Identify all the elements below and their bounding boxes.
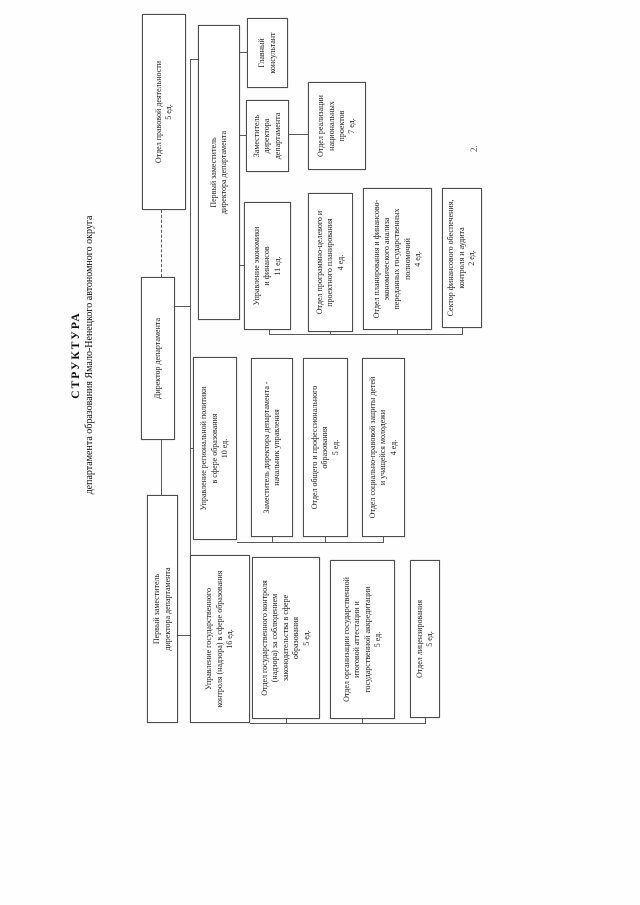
connector-deputydirector-natprojects — [289, 134, 308, 135]
org-box-social-legal-protection-dept: Отдел социально-правовой защиты детей и … — [362, 358, 405, 537]
org-box-legal-dept: Отдел правовой деятельности 5 ед. — [142, 14, 186, 210]
org-box-director: Директор департамента — [141, 277, 175, 440]
title-line2: департамента образования Ямало-Ненецкого… — [84, 215, 95, 495]
org-box-financial-support-sector: Сектор финансового обеспечения, контроля… — [442, 188, 482, 328]
connector-middle-spine — [237, 542, 384, 543]
connector-middle-stub-3 — [383, 536, 384, 543]
org-box-attestation-accreditation-dept: Отдел организации государственной итогов… — [330, 560, 395, 719]
org-box-chief-consultant: Главный консультант — [247, 18, 288, 88]
page-number-mark: 2. — [469, 145, 479, 152]
title-line1: СТРУКТУРА — [70, 311, 82, 399]
org-box-licensing-dept: Отдел лицензирования 5 ед. — [410, 560, 440, 718]
org-box-first-deputy-right: Первый заместитель директора департамент… — [198, 25, 240, 320]
connector-right-stub-3 — [462, 327, 463, 335]
org-box-deputy-director: Заместитель директора департамента — [246, 100, 289, 172]
org-box-first-deputy-left: Первый заместитель директора департамент… — [147, 495, 178, 723]
org-box-economics-finance-office: Управление экономики и финансов 11 ед. — [244, 202, 291, 330]
connector-left-spine — [250, 723, 426, 724]
org-box-program-target-planning-dept: Отдел программно-целевого и проектного п… — [308, 193, 353, 332]
org-box-national-projects-dept: Отдел реализации национальных проектов 7… — [308, 82, 366, 170]
connector-director-legal — [161, 210, 162, 277]
connector-director-drop — [175, 306, 191, 307]
org-box-regional-policy-office: Управление региональной политики в сфере… — [193, 357, 237, 540]
connector-middle-stub-2 — [325, 536, 326, 543]
connector-middle-stub-1 — [272, 536, 273, 543]
connector-firstdeputyleft-director — [161, 440, 162, 495]
org-box-deputy-head-of-office: Заместитель директора департамента - нач… — [251, 358, 293, 537]
connector-main-rail — [190, 60, 191, 555]
connector-left-stub-3 — [425, 717, 426, 724]
org-box-planning-fin-analysis-dept: Отдел планирования и финансово- экономич… — [363, 188, 432, 330]
org-box-state-supervision-dept: Отдел государственного контроля (надзора… — [252, 557, 320, 719]
org-box-general-professional-edu-dept: Отдел общего и профессионального образов… — [303, 358, 348, 537]
org-box-state-control-office: Управление государственного контроля (на… — [190, 555, 250, 723]
document-title: СТРУКТУРА департамента образования Ямало… — [70, 160, 95, 550]
connector-right-spine — [269, 334, 462, 335]
